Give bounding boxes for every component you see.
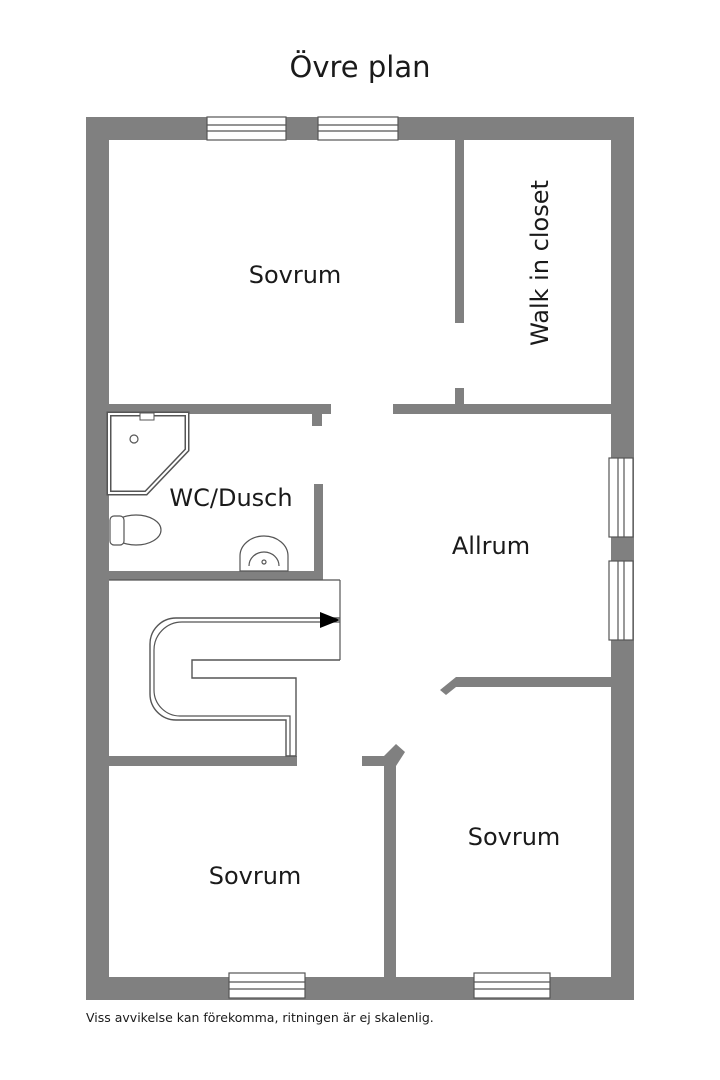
room-label-family-room: Allrum [452,532,530,560]
stairs-direction-arrow-icon [320,612,340,628]
room-label-walk-in-closet: Walk in closet [526,180,554,346]
room-label-bedroom-bottom-right: Sovrum [468,823,561,851]
window-right-2 [608,560,634,641]
windows [206,116,634,999]
window-bottom-2 [473,972,551,999]
interior-walls [109,140,611,977]
sink-icon [239,535,289,572]
window-bottom-1 [228,972,306,999]
toilet-icon [109,514,162,546]
shower-enclosure [106,411,190,496]
plan-title: Övre plan [289,50,431,84]
room-label-wc-shower: WC/Dusch [169,484,292,512]
window-top-1 [206,116,287,141]
room-label-bedroom-bottom-left: Sovrum [209,862,302,890]
window-top-2 [317,116,399,141]
disclaimer-text: Viss avvikelse kan förekomma, ritningen … [86,1010,434,1025]
room-label-bedroom-top: Sovrum [249,261,342,289]
window-right-1 [608,457,634,538]
staircase [109,579,341,757]
